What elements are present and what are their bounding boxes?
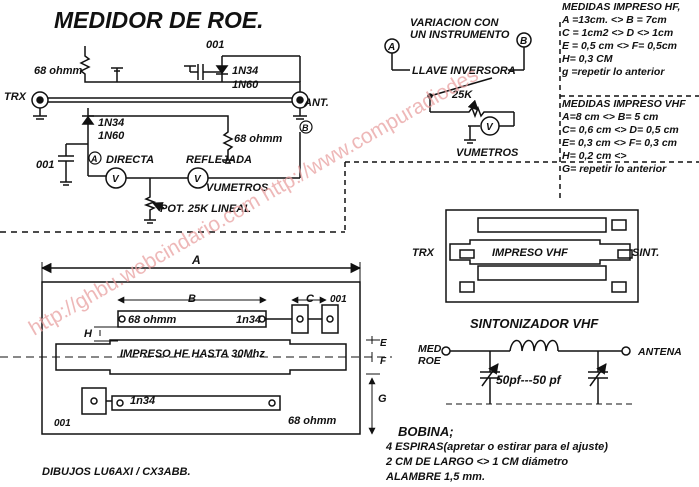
watermark-text: http://ghbu.webcindario.com http://www.c… <box>25 63 482 340</box>
pcb-resistor-top-label: 68 ohmm <box>128 314 177 326</box>
vhf-measure-2: C= 0,6 cm <> D= 0,5 cm <box>562 124 679 136</box>
ant-label: ANT. <box>303 97 329 109</box>
meter-reflected-icon: V <box>194 174 202 185</box>
switch-desc-line1: VARIACION CON <box>410 17 499 29</box>
bobina-line-1: 4 ESPIRAS(apretar o estirar para el ajus… <box>385 441 608 453</box>
switch-node-a: A <box>387 42 395 53</box>
hf-measure-1: A =13cm. <> B = 7cm <box>561 14 667 26</box>
vumetros-label: VUMETROS <box>206 182 269 194</box>
dim-a-label: A <box>191 253 201 267</box>
hf-measure-5: g =repetir lo anterior <box>561 66 665 78</box>
pcb-cap-top-label: 001 <box>330 294 347 305</box>
tuner-roe-label: ROE <box>418 355 442 367</box>
llave-label: LLAVE INVERSORA <box>412 65 516 77</box>
diode-bottom-label-2: 1N60 <box>98 130 125 142</box>
bobina-line-3: ALAMBRE 1,5 mm. <box>385 471 485 483</box>
vhf-measure-3: E= 0,3 cm <> F= 0,3 cm <box>562 137 677 149</box>
dim-b-label: B <box>188 293 196 305</box>
pcb-hf-main-label: IMPRESO HF HASTA 30Mhz <box>120 348 265 360</box>
switch-desc-line2: UN INSTRUMENTO <box>410 29 510 41</box>
pcb-diode-top-label: 1n34 <box>236 314 261 326</box>
vhf-measure-5: G= repetir lo anterior <box>562 163 667 175</box>
hf-measure-3: E = 0,5 cm <> F= 0,5cm <box>562 40 677 52</box>
diode-bottom-label-1: 1N34 <box>98 117 124 129</box>
directa-label: DIRECTA <box>106 154 154 166</box>
pot-label: POT. 25K LINEAL <box>160 203 251 215</box>
switch-pot-label: 25K <box>451 89 473 101</box>
trx-label: TRX <box>4 91 27 103</box>
dim-g-label: G <box>378 393 387 405</box>
diode-top-label-1: 1N34 <box>232 65 258 77</box>
pcb-cap-bottom-label: 001 <box>54 418 71 429</box>
reflejada-label: REFLEJADA <box>186 154 252 166</box>
cap-left-label: 001 <box>36 159 54 171</box>
dim-c-label: C <box>306 293 315 305</box>
hf-measures-title: MEDIDAS IMPRESO HF, <box>562 1 681 13</box>
resistor-right-label: 68 ohmm <box>234 133 283 145</box>
switch-node-b: B <box>520 36 527 47</box>
vhf-sint-label: SINT. <box>632 247 659 259</box>
dim-h-label: H <box>84 328 93 340</box>
credits-label: DIBUJOS LU6AXI / CX3ABB. <box>42 466 191 478</box>
tuner-antena-label: ANTENA <box>637 346 682 358</box>
dim-e-label: E <box>380 338 387 349</box>
tuner-caps-label: 50pf---50 pf <box>496 373 562 387</box>
pcb-resistor-bottom-label: 68 ohmm <box>288 415 337 427</box>
resistor-top-label: 68 ohmm <box>34 65 83 77</box>
vhf-pcb-label: IMPRESO VHF <box>492 247 568 259</box>
vhf-measure-4: H= 0,2 cm <> <box>562 150 627 162</box>
vhf-measure-1: A=8 cm <> B= 5 cm <box>561 111 658 123</box>
tuner-med-label: MED <box>418 343 442 355</box>
vhf-trx-label: TRX <box>412 247 435 259</box>
node-b-label: B <box>302 123 309 133</box>
bobina-title: BOBINA; <box>398 424 454 439</box>
meter-direct-icon: V <box>112 174 120 185</box>
node-a-label: A <box>90 154 98 164</box>
pcb-diode-bottom-label: 1n34 <box>130 395 155 407</box>
tuner-title: SINTONIZADOR VHF <box>470 316 599 331</box>
diode-top-label-2: 1N60 <box>232 79 259 91</box>
switch-vumetros-label: VUMETROS <box>456 147 519 159</box>
dim-f-label: F <box>380 356 387 367</box>
hf-measure-4: H= 0,3 CM <box>562 53 613 65</box>
switch-meter-icon: V <box>486 122 494 133</box>
page-title: MEDIDOR DE ROE. <box>54 7 264 33</box>
hf-measure-2: C = 1cm2 <> D <> 1cm <box>562 27 673 39</box>
cap-top-label: 001 <box>206 39 224 51</box>
vhf-measures-title: MEDIDAS IMPRESO VHF <box>562 98 686 110</box>
bobina-line-2: 2 CM DE LARGO <> 1 CM diámetro <box>385 456 568 468</box>
